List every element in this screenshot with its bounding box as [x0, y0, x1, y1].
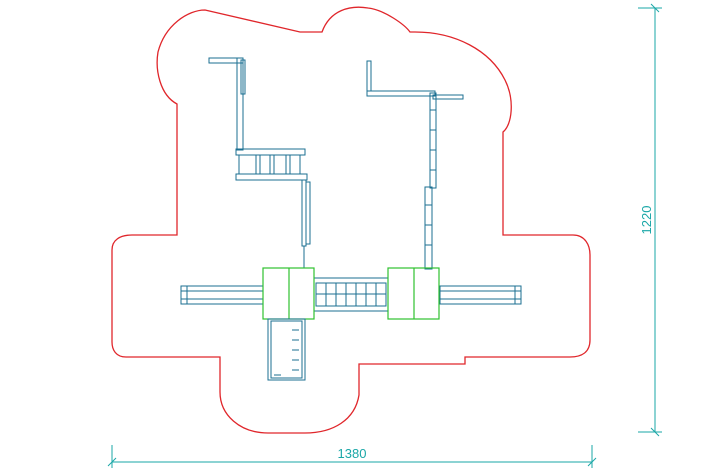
right-arm-extension [432, 94, 464, 100]
right-connector-pole [424, 186, 433, 270]
height-dimension [638, 3, 662, 437]
left-pole-bracket [240, 59, 246, 95]
width-dimension [107, 445, 597, 468]
right-short-post [366, 60, 372, 92]
right-tall-pole [429, 92, 437, 189]
height-dimension-label: 1220 [639, 206, 654, 235]
right-upper-rail [366, 60, 464, 189]
left-top-arm [208, 57, 244, 64]
left-ladder-platform [235, 148, 308, 181]
safety-zone-outline [111, 6, 591, 434]
right-beam [439, 285, 522, 305]
width-dimension-label: 1380 [338, 446, 367, 461]
left-connector-pole [301, 179, 311, 268]
bridge-grid [313, 277, 389, 312]
left-beam [180, 285, 264, 305]
bottom-ladder [267, 318, 306, 381]
left-upper-rail [208, 57, 246, 151]
right-platform [387, 267, 440, 320]
left-platform [262, 267, 315, 320]
right-top-arm [366, 90, 436, 97]
left-vertical-pole [236, 57, 244, 151]
